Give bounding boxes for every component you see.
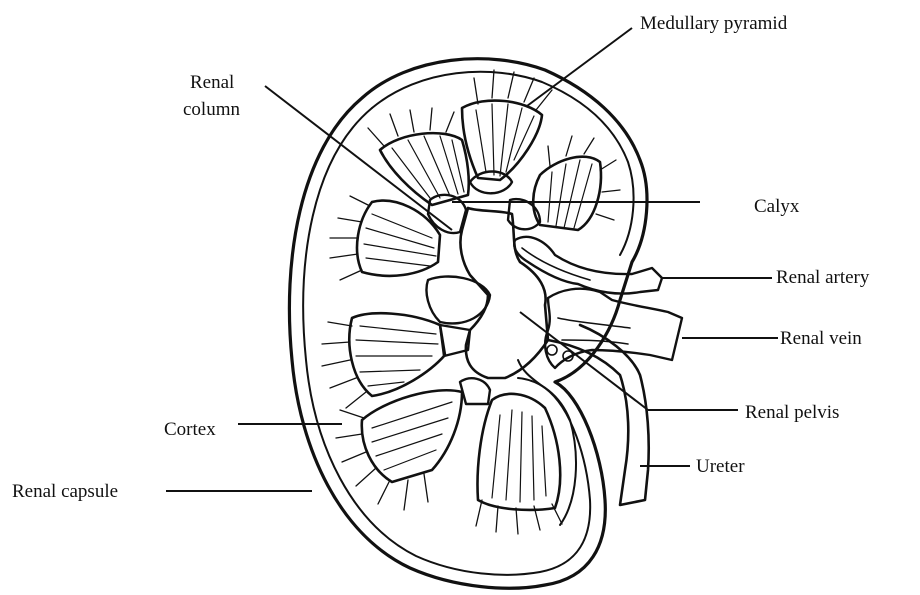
label-renal-pelvis: Renal pelvis [745, 402, 839, 423]
leader-renal-column [265, 86, 452, 230]
leader-lines [166, 28, 778, 491]
leader-medullary-pyramid [527, 28, 632, 106]
label-renal-artery: Renal artery [776, 267, 870, 288]
label-renal-vein: Renal vein [780, 328, 862, 349]
label-cortex: Cortex [164, 419, 216, 440]
label-renal-capsule: Renal capsule [12, 481, 118, 502]
labels: Medullary pyramid Renal column Calyx Ren… [12, 13, 870, 502]
label-ureter: Ureter [696, 456, 745, 477]
label-renal-column-line1: Renal [190, 72, 234, 93]
calyces-and-pelvis [427, 172, 649, 526]
label-renal-column-line2: column [183, 99, 240, 120]
label-medullary-pyramid: Medullary pyramid [640, 13, 788, 34]
label-calyx: Calyx [754, 196, 800, 217]
